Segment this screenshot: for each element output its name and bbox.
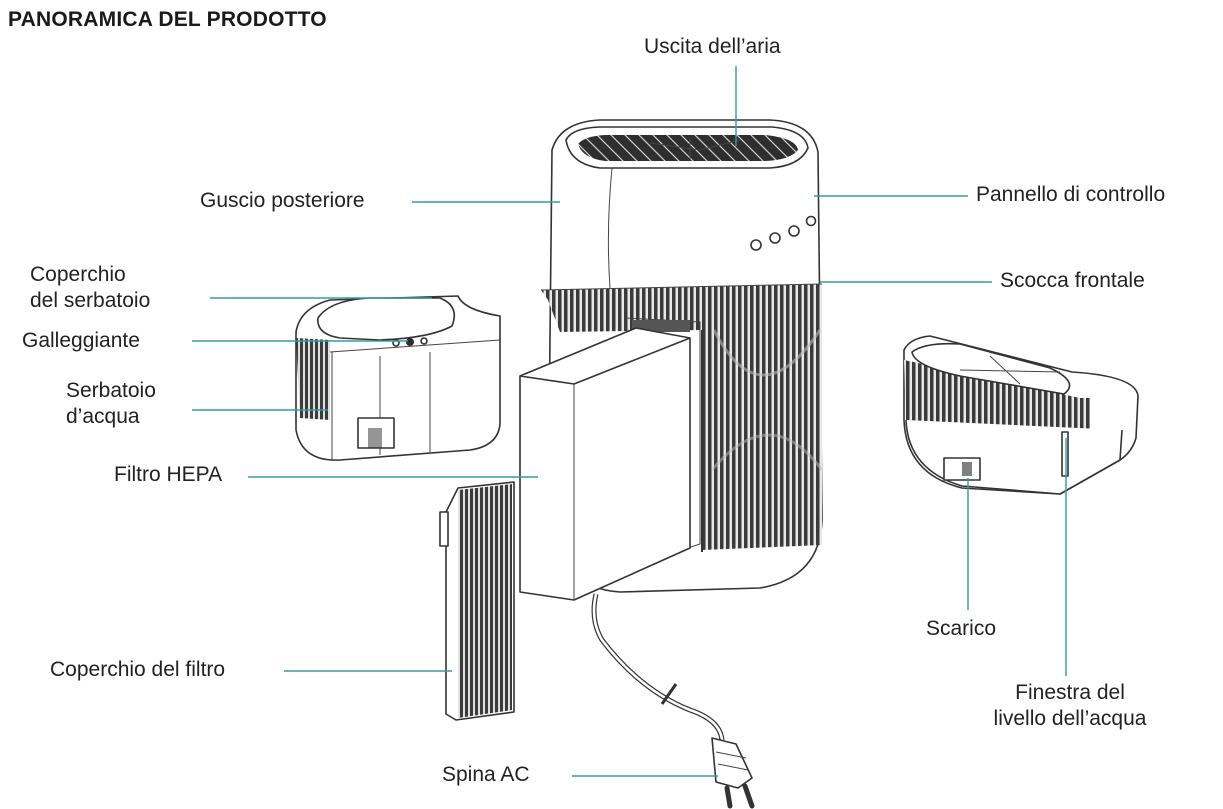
label-drain: Scarico (926, 617, 997, 640)
label-front-shell: Scocca frontale (1000, 269, 1145, 292)
ac-plug (711, 737, 755, 809)
label-filter-cover: Coperchio del filtro (50, 658, 226, 681)
control-buttons (750, 215, 817, 251)
label-tank-cover-line2: del serbatoio (30, 289, 151, 312)
label-hepa-filter: Filtro HEPA (114, 463, 223, 486)
label-tank-cover-line1: Coperchio (30, 263, 126, 286)
page-title: PANORAMICA DEL PRODOTTO (8, 8, 327, 31)
label-rear-shell: Guscio posteriore (200, 189, 365, 212)
label-float: Galleggiante (22, 329, 140, 352)
power-cord (591, 593, 725, 741)
label-air-outlet: Uscita dell’aria (644, 35, 781, 58)
label-water-window-line1: Finestra del (1015, 681, 1125, 704)
label-control-panel: Pannello di controllo (976, 183, 1166, 206)
water-tank-left (295, 295, 501, 461)
label-water-tank-line2: d’acqua (66, 405, 140, 428)
leader-lines (192, 66, 1067, 777)
label-water-window-line2: livello dell’acqua (993, 707, 1147, 730)
hepa-filter-block (519, 327, 691, 601)
water-tank-right (903, 335, 1139, 495)
filter-cover-panel (439, 481, 515, 721)
label-ac-plug: Spina AC (442, 763, 530, 786)
label-water-tank-line1: Serbatoio (66, 379, 156, 402)
